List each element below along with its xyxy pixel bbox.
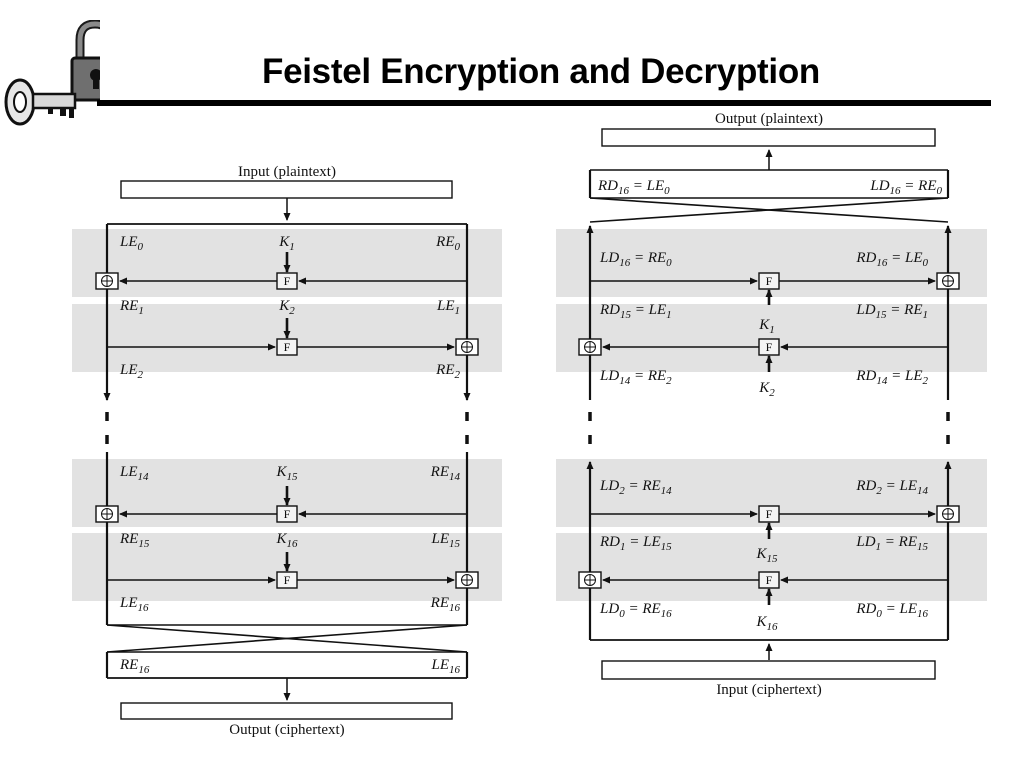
round-left-label: RE15 — [119, 531, 150, 550]
round-right-label: RE0 — [435, 234, 460, 253]
round-right-label: LE1 — [436, 298, 460, 317]
final-left-label: RE16 — [119, 657, 150, 676]
f-function-box: F — [276, 272, 298, 290]
f-box-label: F — [284, 507, 291, 521]
f-box-border — [758, 571, 780, 589]
equation-right: LD15 = RE1 — [855, 302, 928, 321]
input-plaintext-box — [120, 180, 453, 199]
f-function-box: F — [276, 571, 298, 589]
round-right-output-label: RE2 — [435, 362, 460, 381]
xor-icon — [578, 338, 602, 356]
f-box-border — [758, 272, 780, 290]
round-left-output-label: LE2 — [119, 362, 144, 381]
round-key-label: K15 — [275, 464, 298, 483]
round-key-label: K16 — [755, 614, 778, 633]
round-right-label: RE14 — [430, 464, 461, 483]
equation-left: LD0 = RE16 — [599, 601, 672, 620]
lock-icon — [70, 20, 100, 102]
round-right-label: LE15 — [430, 531, 460, 550]
equation-left: RD1 = LE15 — [599, 534, 672, 553]
f-box-border — [276, 272, 298, 290]
title-underline — [97, 100, 991, 106]
round-left-label: LE0 — [119, 234, 144, 253]
output-ciphertext-box — [120, 702, 453, 720]
f-box-label: F — [284, 340, 291, 354]
xor-icon — [95, 272, 119, 290]
round-left-output-label: LE16 — [119, 595, 149, 614]
input-ciphertext-caption: Input (ciphertext) — [716, 682, 821, 698]
equation-right: RD14 = LE2 — [855, 368, 928, 387]
f-function-box: F — [276, 338, 298, 356]
round-key-label: K2 — [758, 380, 775, 399]
output-plaintext-box — [601, 128, 936, 147]
round-key-label: K1 — [758, 317, 775, 336]
xor-icon — [936, 272, 960, 290]
equation-right: RD2 = LE14 — [855, 478, 928, 497]
equation-right: RD16 = LE0 — [855, 250, 928, 269]
input-ciphertext-box — [601, 660, 936, 680]
equation-left: LD14 = RE2 — [599, 368, 672, 387]
lock-and-key-logo — [4, 20, 100, 126]
swap-cross-line — [106, 624, 468, 653]
f-box-border — [276, 571, 298, 589]
top-swap-right-equation: LD16 = RE0 — [869, 178, 942, 197]
equation-right: RD0 = LE16 — [855, 601, 928, 620]
round-right-output-label: RE16 — [430, 595, 461, 614]
slide-title: Feistel Encryption and Decryption — [262, 52, 820, 91]
f-box-label: F — [766, 573, 773, 587]
swap-cross-line — [589, 197, 949, 223]
key-icon — [4, 78, 77, 126]
f-box-label: F — [766, 507, 773, 521]
f-box-border — [276, 505, 298, 523]
round-left-label: RE1 — [119, 298, 144, 317]
f-box-label: F — [766, 274, 773, 288]
f-function-box: F — [758, 338, 780, 356]
f-box-border — [276, 338, 298, 356]
round-left-label: LE14 — [119, 464, 149, 483]
xor-icon — [455, 338, 479, 356]
input-plaintext-caption: Input (plaintext) — [238, 164, 336, 180]
equation-left: LD2 = RE14 — [599, 478, 672, 497]
equation-right: LD1 = RE15 — [855, 534, 928, 553]
f-function-box: F — [758, 272, 780, 290]
f-box-border — [758, 505, 780, 523]
equation-left: LD16 = RE0 — [599, 250, 672, 269]
xor-icon — [455, 571, 479, 589]
round-key-label: K15 — [755, 546, 778, 565]
equation-left: RD15 = LE1 — [599, 302, 672, 321]
output-plaintext-caption: Output (plaintext) — [715, 111, 823, 127]
final-right-label: LE16 — [430, 657, 460, 676]
f-function-box: F — [758, 505, 780, 523]
f-box-label: F — [284, 274, 291, 288]
f-box-label: F — [766, 340, 773, 354]
f-function-box: F — [758, 571, 780, 589]
output-ciphertext-caption: Output (ciphertext) — [229, 722, 344, 738]
round-key-label: K1 — [278, 234, 295, 253]
xor-icon — [936, 505, 960, 523]
f-box-label: F — [284, 573, 291, 587]
round-key-label: K16 — [275, 531, 298, 550]
xor-icon — [95, 505, 119, 523]
f-box-border — [758, 338, 780, 356]
xor-icon — [578, 571, 602, 589]
f-function-box: F — [276, 505, 298, 523]
round-key-label: K2 — [278, 298, 295, 317]
top-swap-left-equation: RD16 = LE0 — [597, 178, 670, 197]
